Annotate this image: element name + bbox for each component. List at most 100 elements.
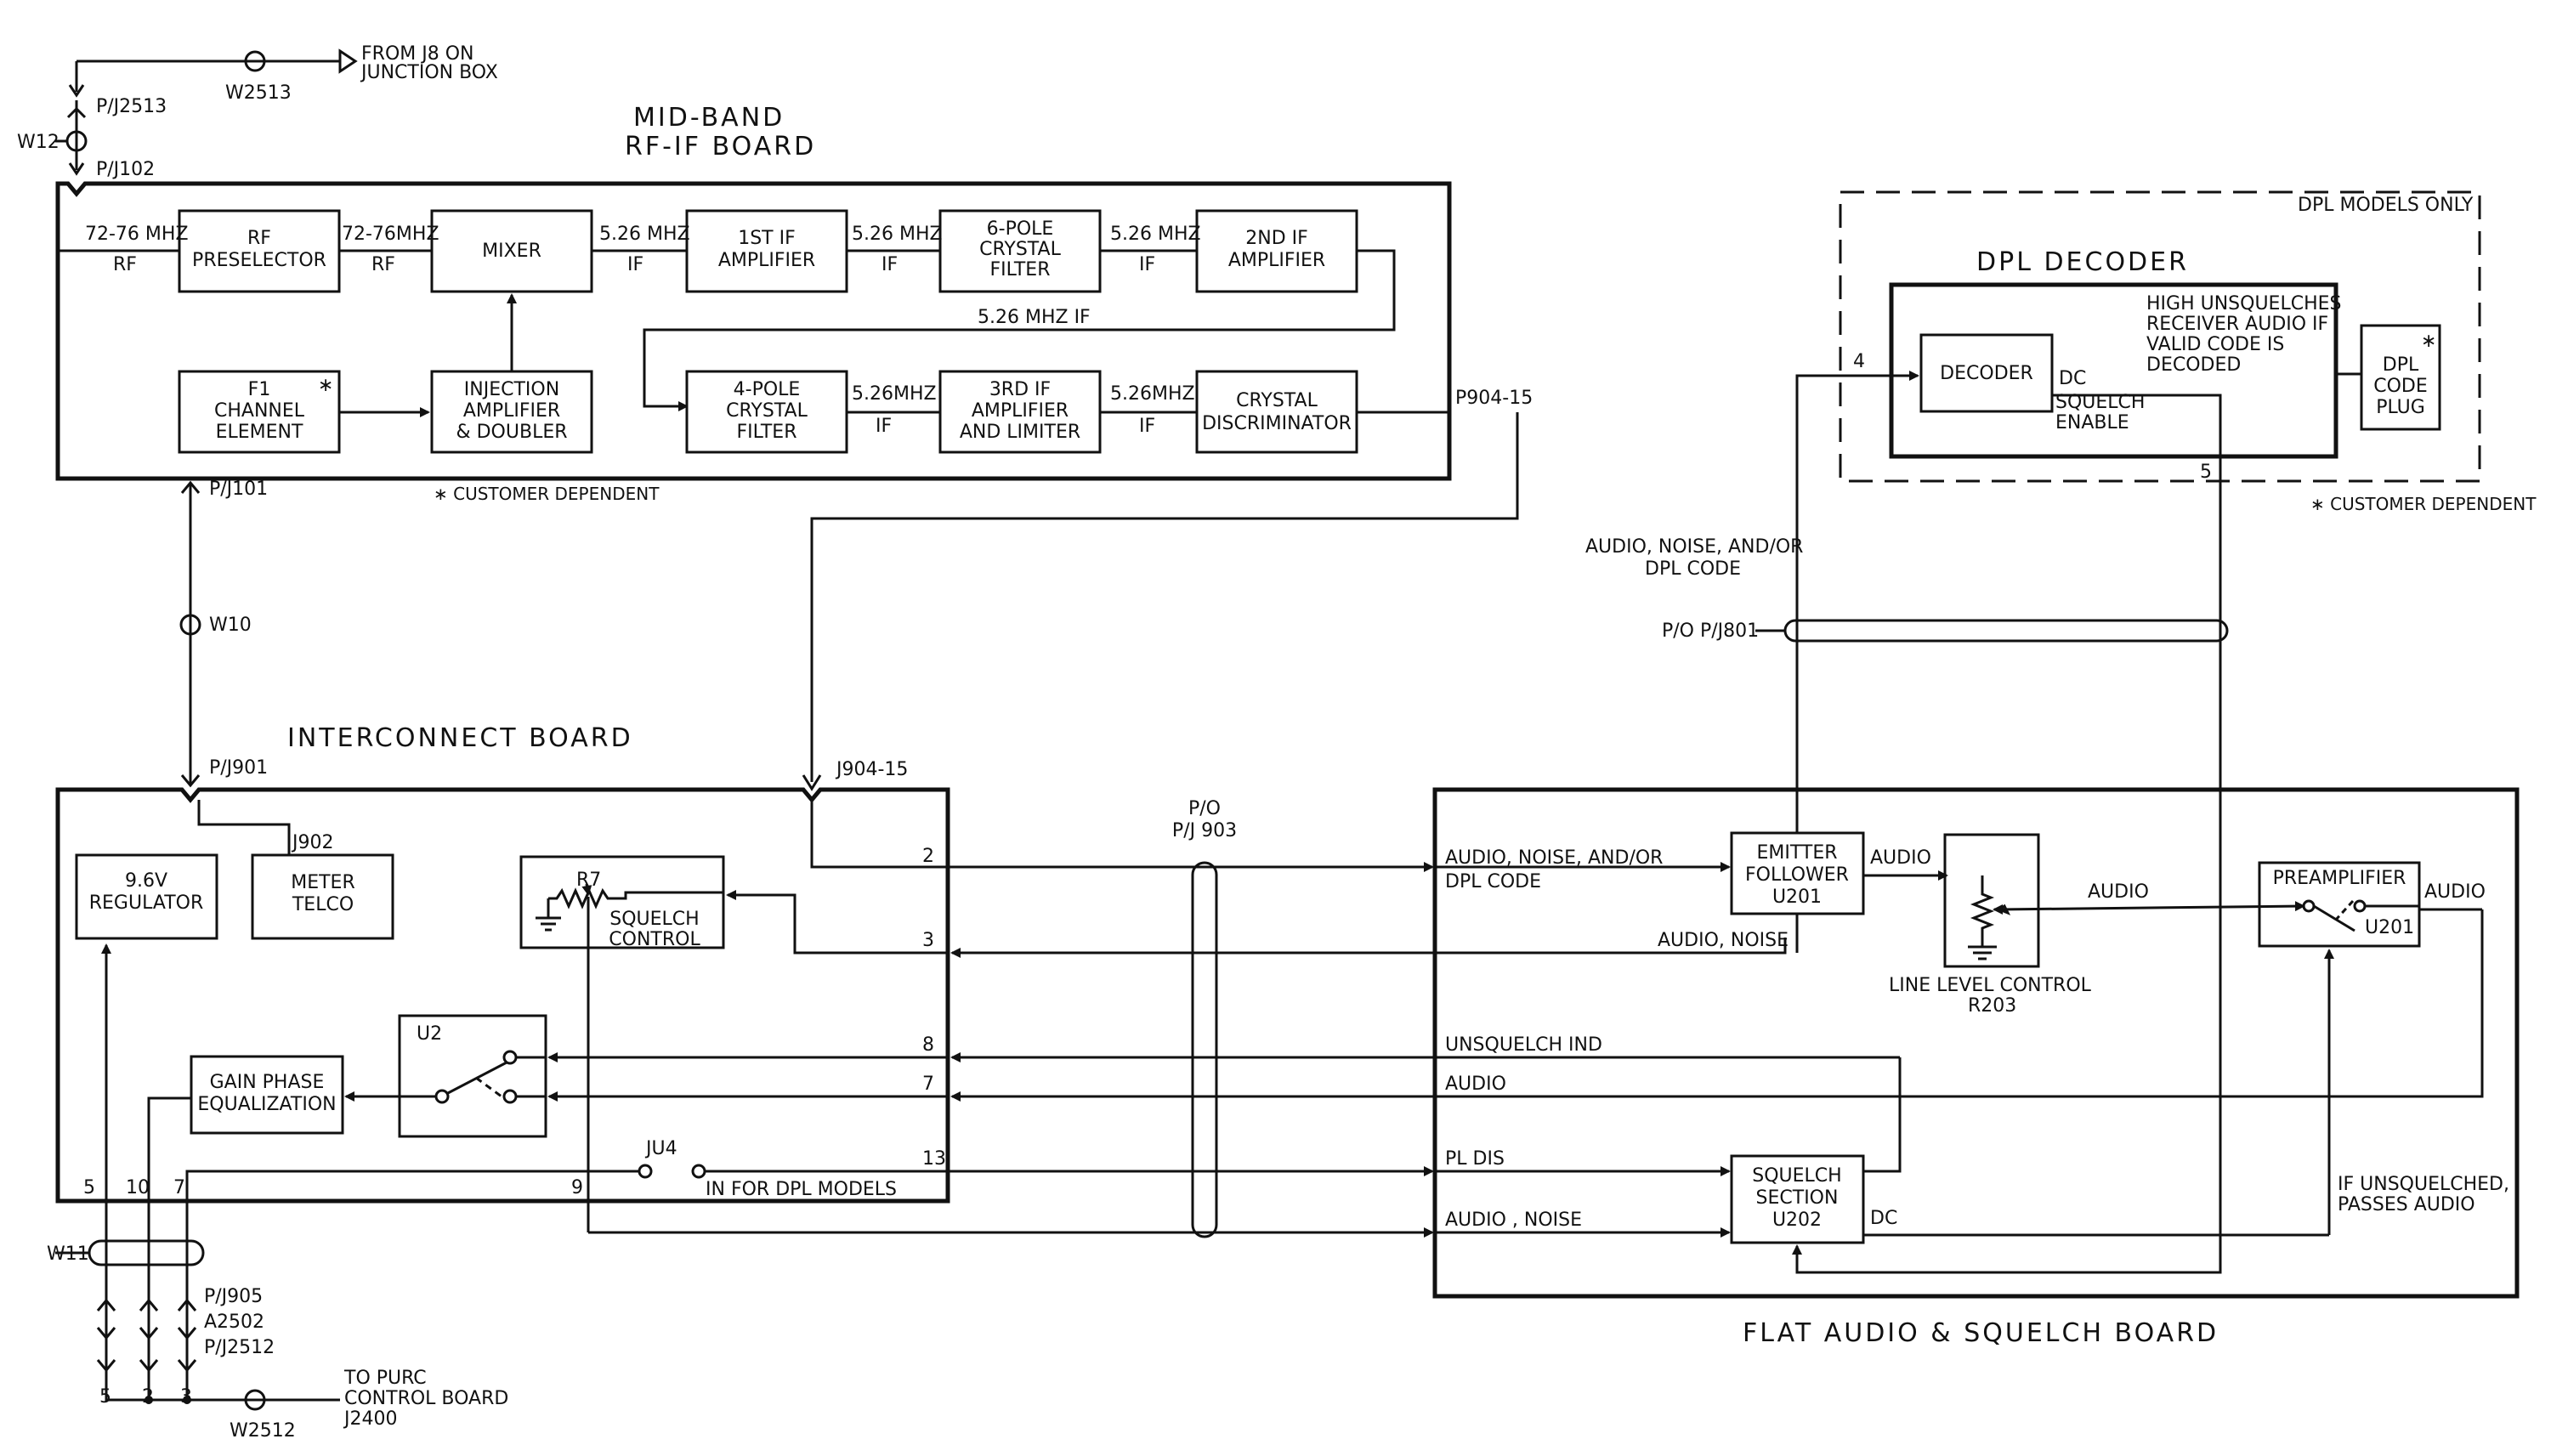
j904-label: J904-15 xyxy=(835,759,908,780)
crystal-filter-4-block xyxy=(685,370,848,454)
if2-label: 2ND IF xyxy=(1245,228,1308,249)
line-level-control-block xyxy=(1943,833,2040,968)
mixer-block xyxy=(430,209,593,293)
pj801-cable xyxy=(1783,619,2229,643)
pin-13: 13 xyxy=(922,1148,946,1170)
decoder-label: DECODER xyxy=(1940,363,2033,384)
rf-preselector-label: RF xyxy=(247,228,271,249)
to-purc-label-2: CONTROL BOARD xyxy=(344,1388,508,1409)
cf4-label-2: CRYSTAL xyxy=(726,400,808,422)
audio-label-row: AUDIO xyxy=(1445,1074,1506,1095)
sq-sec-label: SQUELCH xyxy=(1752,1165,1841,1187)
dpl-pin-4: 4 xyxy=(1853,351,1865,372)
pj801-label: P/O P/J801 xyxy=(1662,620,1759,642)
cf6-label-3: FILTER xyxy=(990,259,1051,280)
reg-label-2: REGULATOR xyxy=(89,892,203,914)
high-unsq-label-4: DECODED xyxy=(2146,354,2241,376)
f526-label-2: 5.26 MHZ xyxy=(852,224,943,245)
high-unsq-label-3: VALID CODE IS xyxy=(2146,334,2284,355)
pin-7b: 7 xyxy=(173,1177,185,1198)
cf6-label: 6-POLE xyxy=(987,218,1054,240)
mixer-label: MIXER xyxy=(482,241,541,262)
decoder-block xyxy=(1919,333,2054,413)
to-purc-label-3: J2400 xyxy=(343,1408,397,1430)
meter-label: METER xyxy=(291,872,355,893)
w11-label: W11 xyxy=(47,1244,89,1265)
rf-preselector-label-2: PRESELECTOR xyxy=(192,250,326,271)
midband-title: MID-BAND xyxy=(633,103,785,133)
rf-label-1: RF xyxy=(113,254,137,275)
dpl-title: DPL DECODER xyxy=(1976,247,2189,277)
discriminator-block xyxy=(1195,370,1358,454)
line-level-label: LINE LEVEL CONTROL xyxy=(1889,975,2092,996)
p904-label: P904-15 xyxy=(1455,388,1533,409)
f526b-label-2: 5.26MHZ xyxy=(1110,383,1195,405)
sq-sec-label-2: SECTION xyxy=(1756,1187,1839,1209)
if2-label-2: AMPLIFIER xyxy=(1228,250,1325,271)
high-unsq-label: HIGH UNSQUELCHES xyxy=(2146,293,2342,314)
dpl-decoder-board-border xyxy=(1889,282,2338,459)
dpl-code-plug-block xyxy=(2360,324,2441,431)
pin-2: 2 xyxy=(922,846,934,867)
if3-label: 3RD IF xyxy=(989,379,1051,400)
r203-label: R203 xyxy=(1968,995,2016,1017)
pin-5: 5 xyxy=(83,1177,95,1198)
if-label-2: IF xyxy=(882,254,898,275)
sq-ctrl-label: SQUELCH xyxy=(609,909,699,930)
if2-amplifier-block xyxy=(1195,209,1358,293)
unsquelch-ind-label: UNSQUELCH IND xyxy=(1445,1034,1602,1056)
w2512-label: W2512 xyxy=(230,1420,296,1442)
f526-label-1: 5.26 MHZ xyxy=(599,224,690,245)
interconnect-title: INTERCONNECT BOARD xyxy=(287,723,633,753)
ch-elem-label-3: ELEMENT xyxy=(216,422,303,443)
pin-8: 8 xyxy=(922,1034,934,1056)
pj905-label: P/J905 xyxy=(204,1286,263,1307)
customer-dependent-note: ∗ CUSTOMER DEPENDENT xyxy=(434,484,660,504)
gain-phase-block xyxy=(190,1055,344,1135)
freq-label-2: 72-76MHZ xyxy=(342,224,439,245)
audio-label-mid: AUDIO xyxy=(2088,881,2149,903)
midband-board-border xyxy=(55,181,1452,481)
dpl-customer-dependent-note: ∗ CUSTOMER DEPENDENT xyxy=(2310,494,2537,514)
audio-noise-label-2: AUDIO , NOISE xyxy=(1445,1210,1582,1231)
r7-label: R7 xyxy=(576,870,601,891)
j902-label: J902 xyxy=(291,832,333,853)
audio-noise-dpl-label: AUDIO, NOISE, AND/OR xyxy=(1445,847,1663,869)
pin-9: 9 xyxy=(571,1177,583,1198)
audio-label-ef: AUDIO xyxy=(1870,847,1931,869)
w10-label: W10 xyxy=(209,615,252,636)
pl-dis-label: PL DIS xyxy=(1445,1148,1505,1170)
cf4-label: 4-POLE xyxy=(734,379,801,400)
pj101-link xyxy=(179,480,201,788)
if-label-1: IF xyxy=(627,254,643,275)
freq-label-1: 72-76 MHZ xyxy=(85,224,189,245)
if-label-3: IF xyxy=(1139,254,1155,275)
ch-elem-label: F1 xyxy=(248,379,271,400)
if-label-4: IF xyxy=(876,416,892,437)
reg-label: 9.6V xyxy=(125,870,167,892)
sq-enable-label-2: ENABLE xyxy=(2055,412,2129,433)
meter-telco-block xyxy=(251,853,394,940)
u2-label: U2 xyxy=(417,1023,442,1045)
pj2512-label: P/J2512 xyxy=(204,1337,275,1358)
ch-elem-label-2: CHANNEL xyxy=(214,400,305,422)
upper-audio-noise-label: AUDIO, NOISE, AND/OR xyxy=(1585,536,1803,558)
preamplifier-block xyxy=(2258,861,2421,948)
disc-label: CRYSTAL xyxy=(1236,390,1318,411)
w2513-connector xyxy=(244,50,266,72)
sq-ctrl-label-2: CONTROL xyxy=(609,929,700,950)
dpl-models-only-label: DPL MODELS ONLY xyxy=(2298,195,2474,216)
audio-noise-label: AUDIO, NOISE xyxy=(1658,930,1789,951)
high-unsq-label-2: RECEIVER AUDIO IF xyxy=(2146,314,2328,335)
squelch-section-block xyxy=(1730,1154,1865,1244)
audio-label-preamp: AUDIO xyxy=(2424,881,2486,903)
from-j8-label: FROM J8 ON xyxy=(361,43,473,65)
if-unsq-label-2: PASSES AUDIO xyxy=(2338,1194,2475,1215)
cf6-label-2: CRYSTAL xyxy=(979,239,1061,260)
pj903-label: P/O xyxy=(1188,798,1221,819)
pj901-label: P/J901 xyxy=(209,757,268,779)
midband-title-2: RF-IF BOARD xyxy=(625,132,816,161)
pin-10: 10 xyxy=(126,1177,150,1198)
flat-audio-title: FLAT AUDIO & SQUELCH BOARD xyxy=(1743,1318,2219,1348)
to-purc-label: TO PURC xyxy=(343,1368,427,1389)
